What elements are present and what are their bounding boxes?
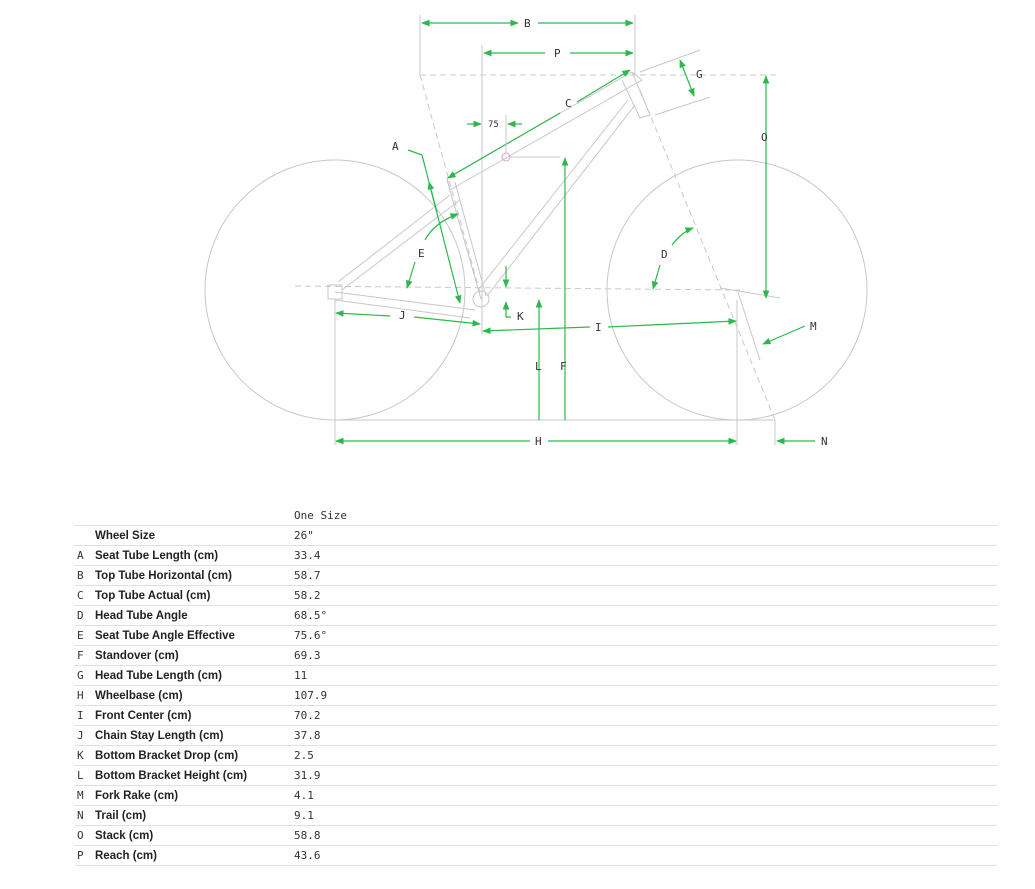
row-name: Chain Stay Length (cm) (95, 725, 294, 746)
row-value: 4.1 (294, 785, 997, 806)
row-key: N (75, 805, 95, 826)
row-key: M (75, 785, 95, 806)
table-header-row: One Size (75, 505, 997, 526)
row-name: Bottom Bracket Drop (cm) (95, 745, 294, 766)
row-value: 75.6° (294, 625, 997, 646)
row-value: 26" (294, 525, 997, 546)
row-value: 33.4 (294, 545, 997, 566)
row-name: Seat Tube Angle Effective (95, 625, 294, 646)
row-key: K (75, 745, 95, 766)
row-value: 43.6 (294, 845, 997, 866)
label-I: I (595, 321, 602, 334)
label-P: P (554, 47, 561, 60)
label-N: N (821, 435, 828, 448)
label-G: G (696, 68, 703, 81)
row-key: I (75, 705, 95, 726)
row-key: B (75, 565, 95, 586)
row-name: Top Tube Actual (cm) (95, 585, 294, 606)
label-E: E (418, 247, 425, 260)
row-value: 68.5° (294, 605, 997, 626)
row-key: F (75, 645, 95, 666)
row-value: 58.2 (294, 585, 997, 606)
row-value: 31.9 (294, 765, 997, 786)
label-F: F (560, 360, 567, 373)
row-key: C (75, 585, 95, 606)
row-value: 69.3 (294, 645, 997, 666)
row-value: 107.9 (294, 685, 997, 706)
row-value: 9.1 (294, 805, 997, 826)
row-name: Bottom Bracket Height (cm) (95, 765, 294, 786)
label-D: D (661, 248, 668, 261)
row-name: Head Tube Length (cm) (95, 665, 294, 686)
row-key: P (75, 845, 95, 866)
label-O: O (761, 131, 768, 144)
row-key: H (75, 685, 95, 706)
bike-geometry-diagram: B P C G O A 75 E D K J I M L F H N (204, 15, 868, 448)
label-B: B (524, 17, 531, 30)
label-K: K (517, 310, 524, 323)
bike-frame (327, 71, 651, 319)
row-name: Seat Tube Length (cm) (95, 545, 294, 566)
row-key: J (75, 725, 95, 746)
label-J: J (399, 309, 406, 322)
row-key: L (75, 765, 95, 786)
row-name: Head Tube Angle (95, 605, 294, 626)
row-key (75, 525, 95, 546)
label-L: L (535, 360, 542, 373)
label-H: H (535, 435, 542, 448)
row-value: 37.8 (294, 725, 997, 746)
label-C: C (565, 97, 572, 110)
row-key: O (75, 825, 95, 846)
row-key: E (75, 625, 95, 646)
row-name: Wheelbase (cm) (95, 685, 294, 706)
row-key: A (75, 545, 95, 566)
angle-note-75: 75 (488, 120, 499, 130)
row-key: G (75, 665, 95, 686)
row-value: 11 (294, 665, 997, 686)
row-value: 58.8 (294, 825, 997, 846)
row-name: Trail (cm) (95, 805, 294, 826)
row-name: Reach (cm) (95, 845, 294, 866)
row-name: Front Center (cm) (95, 705, 294, 726)
row-key: D (75, 605, 95, 626)
row-name: Standover (cm) (95, 645, 294, 666)
row-name: Fork Rake (cm) (95, 785, 294, 806)
row-name: Wheel Size (95, 525, 294, 546)
row-value: 70.2 (294, 705, 997, 726)
row-name: Stack (cm) (95, 825, 294, 846)
row-value: 58.7 (294, 565, 997, 586)
row-value: 2.5 (294, 745, 997, 766)
column-header-one-size: One Size (294, 505, 997, 526)
label-M: M (810, 320, 817, 333)
label-A: A (392, 140, 399, 153)
row-name: Top Tube Horizontal (cm) (95, 565, 294, 586)
